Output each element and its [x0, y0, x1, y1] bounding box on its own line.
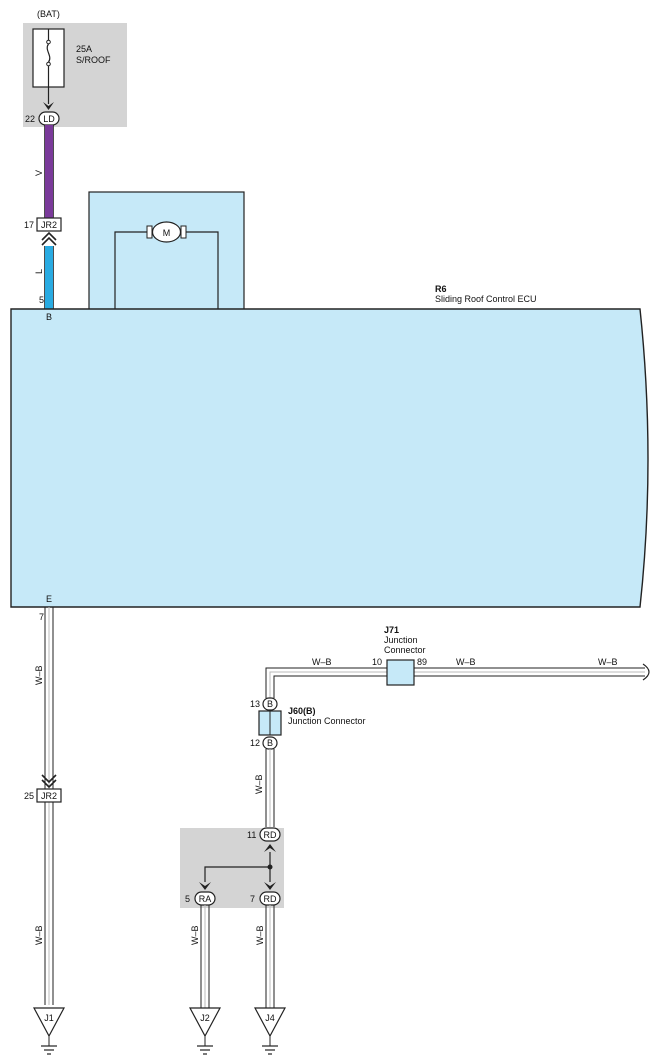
wire-violet-label: V: [34, 170, 44, 176]
fuse-source-label: (BAT): [37, 9, 60, 19]
ground-j2-label: J2: [200, 1013, 210, 1023]
jr2-top-connector: [36, 217, 62, 232]
motor-circuit: [114, 231, 219, 309]
rd-top-arrow-icon: [264, 844, 276, 852]
ecu-e-pin-number: 7: [39, 612, 44, 622]
j60-name: Junction Connector: [288, 716, 366, 726]
fuse-icon: [46, 29, 51, 87]
j60-top-pin: [262, 697, 278, 711]
j60-top-pin-number: 13: [250, 699, 260, 709]
ld-pin-number: 22: [25, 114, 35, 124]
jr2-top-pin: 17: [24, 220, 34, 230]
j71-id: J71: [384, 625, 399, 635]
ground-j4: [253, 1007, 287, 1055]
ecu-body: [10, 308, 649, 608]
j60-id: J60(B): [288, 706, 316, 716]
motor-icon: M: [146, 221, 187, 243]
jr2-bottom-code: JR2: [41, 791, 57, 801]
motor-symbol: M: [163, 228, 171, 238]
wire-wb-j71: [265, 663, 650, 698]
rd-bottom-code: RD: [264, 894, 277, 904]
fuse-rating: 25A: [76, 44, 92, 54]
wire-wb-label-2: W–B: [34, 925, 44, 945]
wire-blue-label: L: [34, 269, 44, 274]
splice-circuit: [204, 852, 273, 882]
wire-blue: [45, 246, 53, 309]
rd-top-connector: [259, 827, 281, 842]
ground-j1-label: J1: [44, 1013, 54, 1023]
ecu-b-pin-number: 5: [39, 295, 44, 305]
j60-bottom-code: B: [267, 738, 273, 748]
jr2-bottom-chevron-icon: [41, 774, 57, 789]
ground-j2: [188, 1007, 222, 1055]
jr2-top-chevron-icon: [41, 231, 57, 246]
rd-bottom-arrow-icon: [264, 882, 276, 890]
wire-wb-j60-rd: [265, 749, 275, 827]
wire-wb-label-7: W–B: [190, 925, 200, 945]
ra-arrow-icon: [199, 882, 211, 890]
j71-pin-left: 10: [372, 657, 382, 667]
j71-connector: [386, 659, 415, 686]
j71-line1: Junction: [384, 635, 418, 645]
jr2-bottom-connector: [36, 788, 62, 803]
wire-wb-label-6: W–B: [254, 774, 264, 794]
wire-wb-label-4: W–B: [456, 657, 476, 667]
rd-top-pin: 11: [247, 830, 256, 840]
jr2-bottom-pin: 25: [24, 791, 34, 801]
motor-box: [88, 191, 245, 311]
wire-wb-label-1: W–B: [34, 665, 44, 685]
j60-top-code: B: [267, 699, 273, 709]
ld-connector-code: LD: [43, 114, 55, 124]
j71-pin-right: 89: [417, 657, 427, 667]
wire-wb-j4: [265, 905, 275, 1008]
wire-wb-j2: [200, 905, 210, 1008]
wire-wb-label-5: W–B: [598, 657, 618, 667]
ecu-pin-b: B: [46, 312, 52, 322]
ground-j1: [32, 1007, 66, 1055]
ecu-name: Sliding Roof Control ECU: [435, 294, 537, 304]
jr2-top-code: JR2: [41, 220, 57, 230]
wire-wb-ecu-ground: [44, 607, 54, 1005]
j71-line2: Connector: [384, 645, 426, 655]
ra-code: RA: [199, 894, 212, 904]
wire-violet: [45, 125, 53, 218]
ld-arrow-icon: [43, 102, 54, 110]
rd-bottom-pin: 7: [250, 894, 255, 904]
rd-top-code: RD: [264, 830, 277, 840]
ecu-id: R6: [435, 284, 447, 294]
wire-wb-label-3: W–B: [312, 657, 332, 667]
ground-j4-label: J4: [265, 1013, 275, 1023]
j60-bottom-pin-number: 12: [250, 738, 260, 748]
ra-pin: 5: [185, 894, 190, 904]
ecu-pin-e: E: [46, 594, 52, 604]
wire-wb-label-8: W–B: [255, 925, 265, 945]
fuse-name: S/ROOF: [76, 55, 111, 65]
